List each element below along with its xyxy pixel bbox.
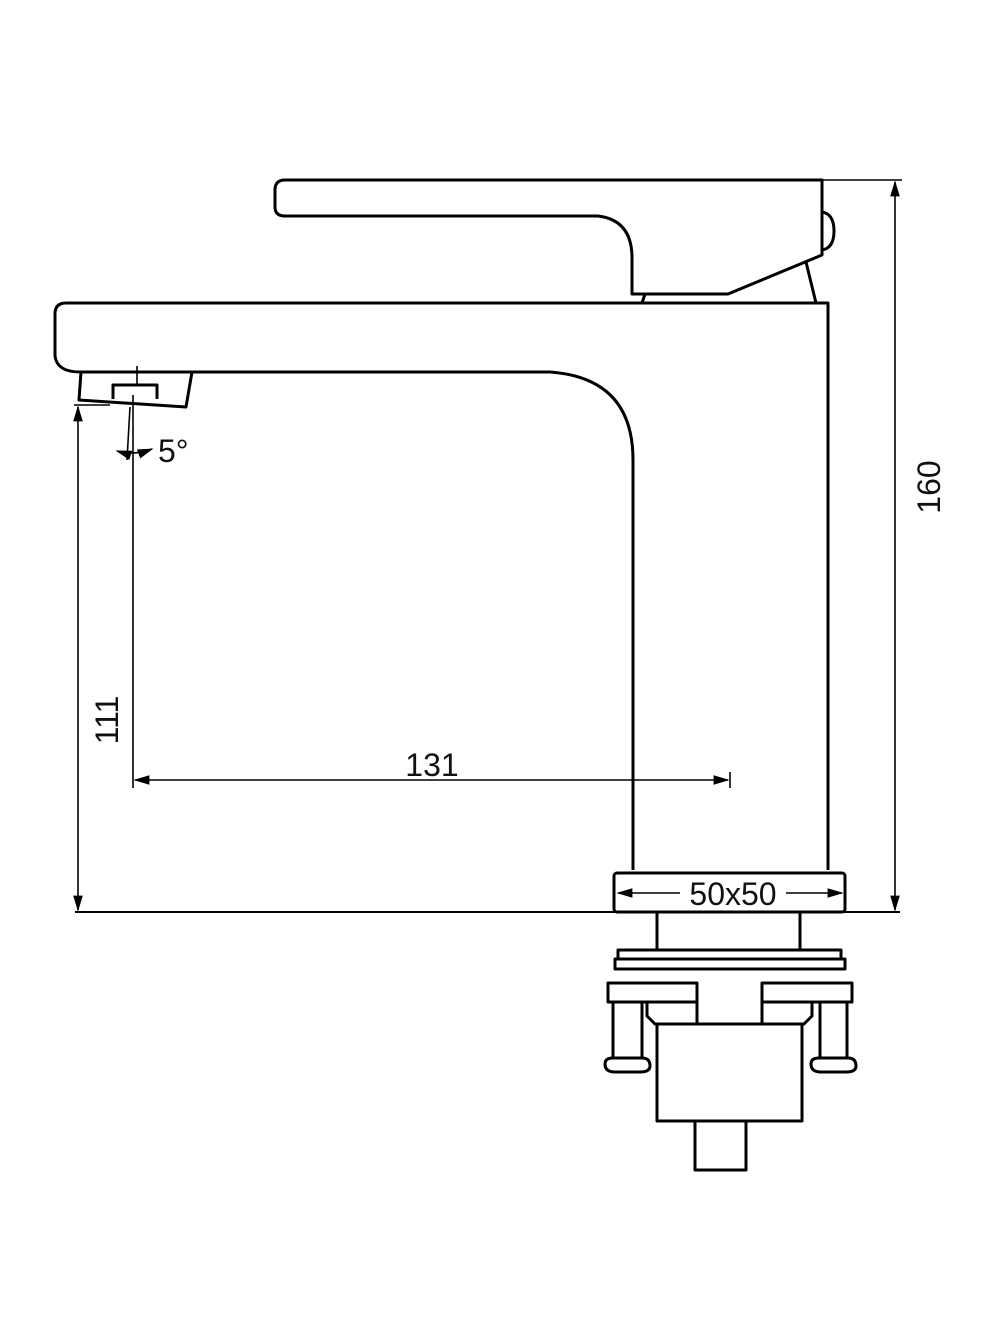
base-size-label: 50x50 — [689, 876, 776, 912]
mounting-kit — [603, 912, 858, 1172]
lever-handle — [273, 178, 824, 296]
dimension-50x50: 50x50 — [616, 876, 844, 912]
dimension-160: 160 — [822, 179, 947, 912]
dimension-5-deg: 5° — [115, 406, 189, 469]
spout-reach-label: 131 — [405, 747, 458, 783]
aerator-angle-label: 5° — [158, 433, 189, 469]
spout-body — [53, 301, 830, 870]
dimension-111: 111 — [73, 404, 125, 912]
overall-height-label: 160 — [911, 460, 947, 513]
handle-button — [821, 210, 836, 252]
dimension-131: 131 — [132, 395, 731, 788]
spout-height-label: 111 — [89, 696, 125, 745]
aerator — [77, 371, 194, 409]
